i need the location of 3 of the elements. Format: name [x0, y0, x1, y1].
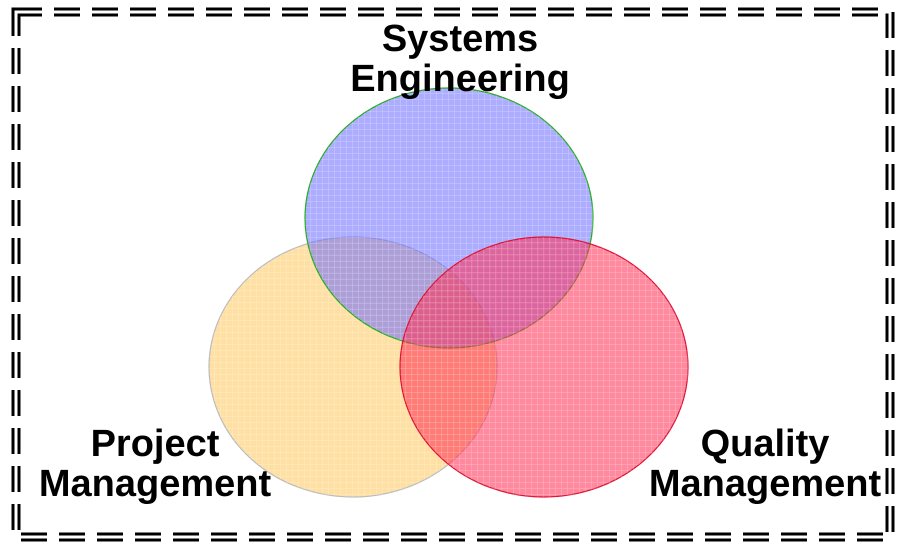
circle-label: Systems Engineering — [349, 19, 571, 99]
circle-label: Quality Management — [648, 424, 882, 504]
circle-label: Project Management — [38, 424, 272, 504]
